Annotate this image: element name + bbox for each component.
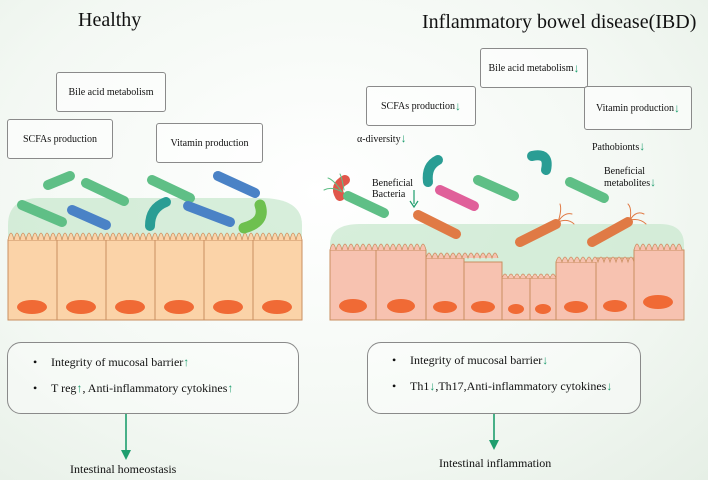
pathobionts-label: Pathobionts↓ [592,139,646,153]
bullet: • [33,381,38,395]
beneficial-metabolites-line2: metabolites [604,178,651,189]
down-arrow-icon: ↓ [606,379,613,393]
healthy-bile-acid-label: Bile acid metabolism [68,86,154,98]
healthy-vitamin-label: Vitamin production [170,137,249,149]
beneficial-metabolites-label: Beneficial metabolites↓ [604,166,656,189]
ibd-vitamin-label: Vitamin production [596,102,674,114]
pathobionts-text: Pathobionts [592,142,640,153]
ibd-bacteria [323,150,647,247]
down-arrow-icon: ↓ [573,60,580,75]
ibd-cytokines-text: ,Th17,Anti-inflammatory cytokines [435,379,607,393]
th1-text: Th1 [410,379,430,393]
up-arrow-icon: ↑ [183,355,190,369]
ibd-bile-acid-box: Bile acid metabolism ↓ [480,48,588,88]
beneficial-bacteria-line2: Bacteria [372,189,406,200]
beneficial-metabolites-line1: Beneficial [604,166,646,177]
beneficial-bacteria-label: Beneficial Bacteria [372,178,413,200]
ibd-title: Inflammatory bowel disease(IBD) [422,11,697,33]
healthy-scfa-label: SCFAs production [23,133,97,145]
beneficial-bacteria-line1: Beneficial [372,178,414,189]
down-arrow-icon: ↓ [639,139,646,153]
up-arrow-icon: ↑ [227,381,234,395]
alpha-diversity-label: α-diversity↓ [357,131,407,145]
down-arrow-icon: ↓ [542,353,549,367]
down-arrow-icon: ↓ [400,131,407,145]
healthy-cytokines-text: , Anti-inflammatory cytokines [82,381,228,395]
ibd-outcome: Intestinal inflammation [439,456,552,470]
ibd-vitamin-box: Vitamin production ↓ [584,86,692,130]
ibd-barrier-text: Integrity of mucosal barrier [410,353,543,367]
healthy-epithelium [7,232,303,321]
bullet: • [392,353,397,367]
up-arrow-icon: ↑ [76,381,83,395]
healthy-outcome-arrow [121,414,131,460]
healthy-bile-acid-box: Bile acid metabolism [56,72,166,112]
ibd-bile-acid-label: Bile acid metabolism [488,62,574,74]
healthy-scfa-box: SCFAs production [7,119,113,159]
healthy-summary-panel [7,342,299,414]
ibd-summary-line2: •Th1↓,Th17,Anti-inflammatory cytokines↓ [392,379,612,394]
bullet: • [392,379,397,393]
alpha-diversity-text: α-diversity [357,134,401,145]
healthy-bacteria [17,171,267,234]
down-arrow-icon: ↓ [650,175,657,189]
healthy-vitamin-box: Vitamin production [156,123,263,163]
bullet: • [33,355,38,369]
ibd-outcome-arrow [489,414,499,450]
ibd-scfa-label: SCFAs production [381,100,455,112]
ibd-epithelium [329,243,685,321]
treg-text: T reg [51,381,77,395]
healthy-outcome: Intestinal homeostasis [70,462,177,476]
down-arrow-icon: ↓ [455,98,461,113]
ibd-summary-panel [367,342,641,414]
ibd-summary-line1: • Integrity of mucosal barrier↓ [392,353,548,368]
down-arrow-icon: ↓ [429,379,436,393]
healthy-title: Healthy [78,9,142,31]
ibd-scfa-box: SCFAs production ↓ [366,86,476,126]
healthy-summary-line1: • Integrity of mucosal barrier↑ [33,355,189,370]
healthy-barrier-text: Integrity of mucosal barrier [51,355,184,369]
down-arrow-icon: ↓ [674,100,680,115]
healthy-summary-line2: •T reg↑, Anti-inflammatory cytokines↑ [33,381,233,396]
